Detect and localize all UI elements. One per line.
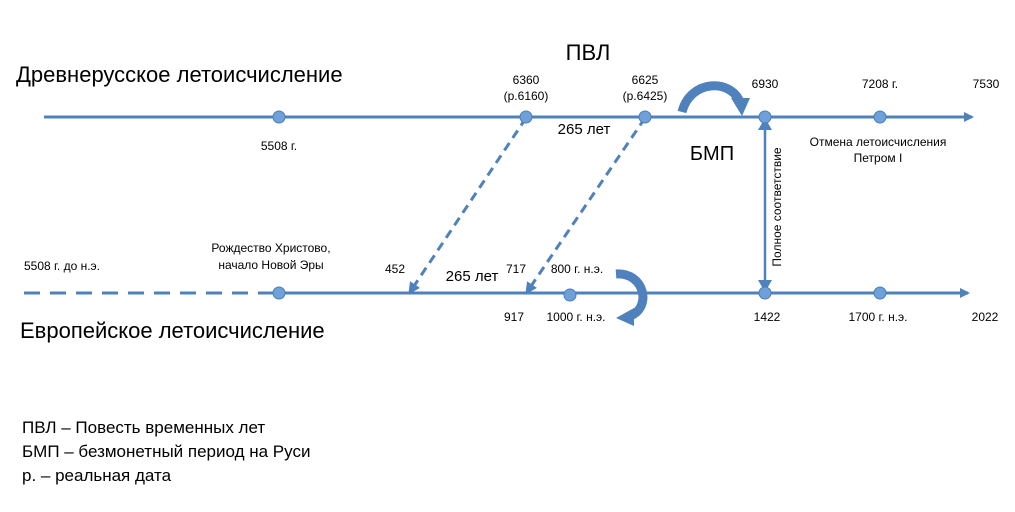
bmp-curved-arrow [677,81,745,114]
bmp-curved-arrow-head [731,98,750,116]
label-917: 917 [504,310,524,324]
point-7208 [873,110,887,124]
label-6425: (р.6425) [623,89,668,103]
legend-item-bmp: БМП – безмонетный период на Руси [22,442,311,461]
label-800: 800 г. н.э. [551,262,603,276]
label-1700: 1700 г. н.э. [848,310,907,324]
legend-item-real-date: р. – реальная дата [22,466,172,485]
point-1000 [563,288,577,302]
point-1422 [758,286,772,300]
label-6360: 6360 [513,73,540,87]
dashed-arrow-6625-to-717 [525,117,647,295]
bottom-curved-arrow [615,269,648,321]
top-gap-label: 265 лет [558,121,611,138]
dashed-arrow-6360-to-452 [408,117,528,295]
label-7530: 7530 [973,77,1000,91]
label-1000: 1000 г. н.э. [546,310,605,324]
connector-arrow-up [758,118,772,130]
label-5508-bc: 5508 г. до н.э. [24,259,100,273]
label-717: 717 [506,262,526,276]
bottom-gap-label: 265 лет [446,268,499,285]
label-6625: 6625 [632,73,659,87]
top-line-title: Древнерусское летоисчисление [16,62,343,87]
label-452: 452 [385,262,405,276]
pvl-label: ПВЛ [566,40,611,65]
nativity-label-1: Рождество Христово, [211,241,330,255]
connector-label: Полное соответствие [770,147,784,267]
cancel-label-2: Петром I [854,151,903,165]
bottom-curved-arrow-head [616,308,634,326]
label-6930: 6930 [752,77,779,91]
nativity-label-2: начало Новой Эры [218,258,323,272]
label-5508: 5508 г. [261,139,297,153]
cancel-label-1: Отмена летоисчисления [810,135,947,149]
point-6360 [519,110,533,124]
label-1422: 1422 [754,310,781,324]
label-2022: 2022 [972,310,999,324]
point-nativity [272,286,286,300]
point-1700 [873,286,887,300]
bottom-line-title: Европейское летоисчисление [20,318,325,343]
label-7208: 7208 г. [862,77,898,91]
point-6625 [638,110,652,124]
point-6930 [758,110,772,124]
legend-item-pvl: ПВЛ – Повесть временных лет [22,418,266,437]
connector-arrow-down [758,280,772,292]
bmp-label: БМП [690,143,734,165]
point-5508 [272,110,286,124]
legend: ПВЛ – Повесть временных лет БМП – безмон… [22,416,310,488]
label-6160: (р.6160) [504,89,549,103]
